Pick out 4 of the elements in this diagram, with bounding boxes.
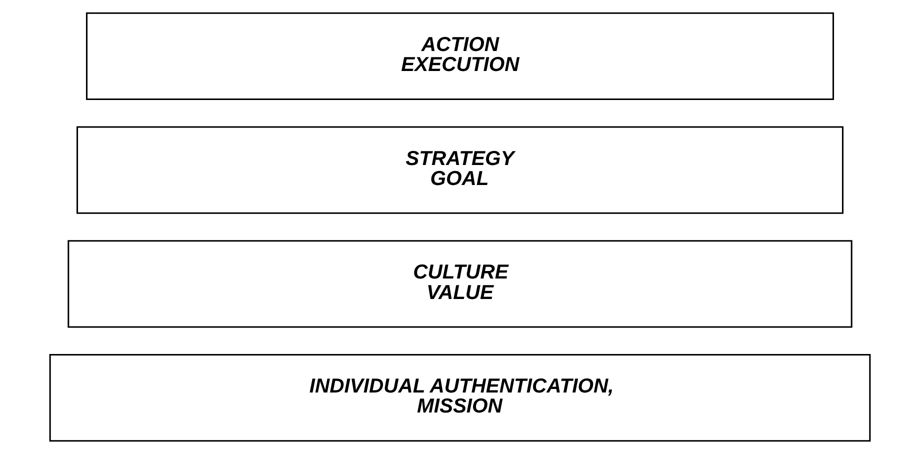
node-box: ACTION EXECUTION [86,12,834,100]
node-box: INDIVIDUAL AUTHENTICATION, MISSION [48,354,870,442]
node-box: STRATEGY GOAL [76,126,843,214]
node-box: CULTURE VALUE [67,240,852,328]
